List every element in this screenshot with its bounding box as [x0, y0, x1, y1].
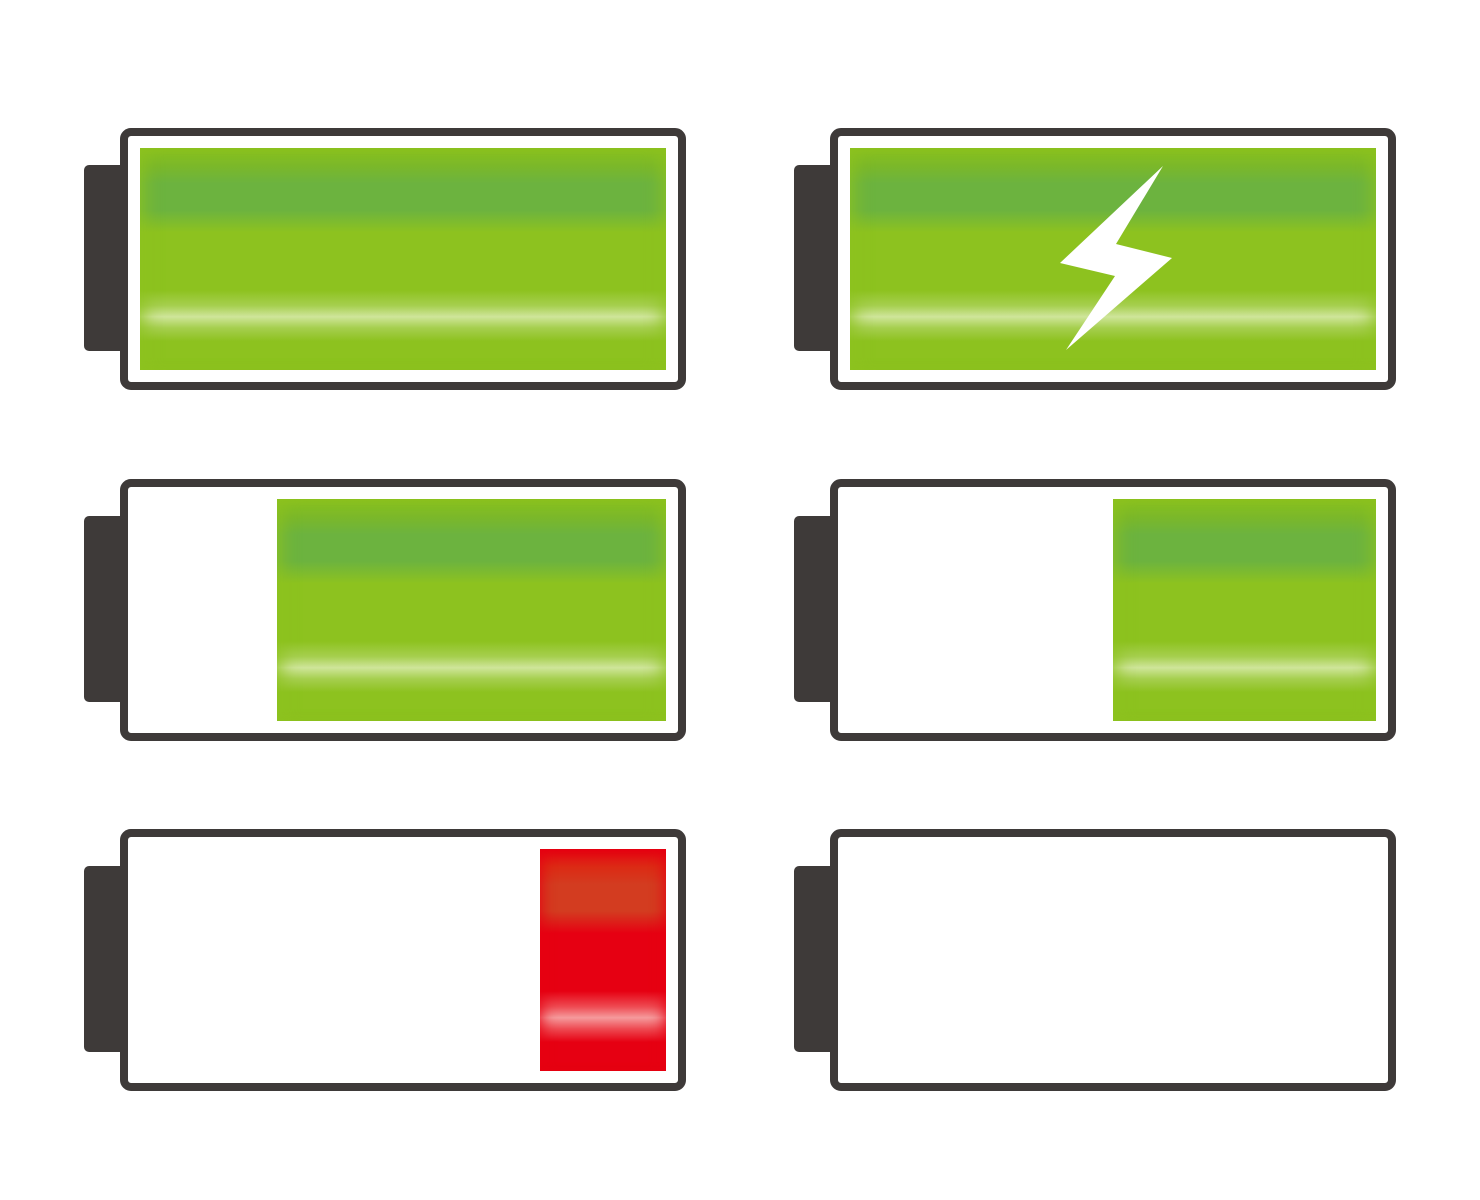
battery-low-icon: [84, 829, 696, 1091]
battery-charge-fill: [140, 148, 666, 370]
battery-shell: [830, 829, 1396, 1091]
battery-shell: [120, 829, 686, 1091]
battery-charge-fill: [540, 849, 666, 1071]
battery-shell: [120, 479, 686, 741]
lightning-bolt-icon: [1060, 166, 1172, 350]
battery-half-icon: [794, 479, 1406, 741]
battery-shell: [830, 128, 1396, 390]
battery-charge-fill: [1113, 499, 1376, 721]
battery-shell: [830, 479, 1396, 741]
battery-charge-fill: [277, 499, 666, 721]
battery-three-quarter-icon: [84, 479, 696, 741]
battery-charging-icon: [794, 128, 1406, 390]
battery-full-icon: [84, 128, 696, 390]
battery-shell: [120, 128, 686, 390]
battery-empty-icon: [794, 829, 1406, 1091]
